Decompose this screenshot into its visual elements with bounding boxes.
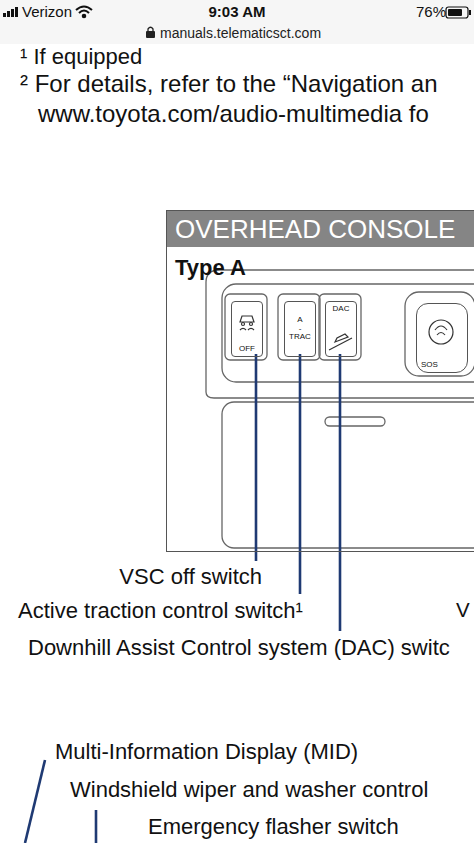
part-name: Emergency flasher switch (148, 814, 399, 839)
button-label: SOS (417, 361, 467, 369)
browser-bar (0, 0, 474, 44)
part-name: V (456, 598, 470, 622)
page-url: manuals.telematicsct.com (160, 25, 321, 41)
clock-time: 9:03 AM (209, 3, 266, 20)
part-name: Active traction control switch¹ (18, 598, 303, 623)
footnote: ¹ If equipped (20, 44, 142, 69)
part-name: Downhill Assist Control system (DAC) swi… (28, 635, 450, 660)
signal-icon (3, 7, 18, 17)
footnote: ² For details, refer to the “Navigation … (20, 70, 438, 98)
console-panel: OVERHEAD CONSOLE Type A OFF A - TRAC DAC SOS (166, 210, 474, 552)
part-name: Multi-Information Display (MID) (55, 739, 358, 764)
trac-button: A - TRAC (284, 301, 316, 357)
battery-icon (446, 7, 471, 18)
type-heading: Type A (167, 255, 246, 281)
carrier-name: Verizon (22, 3, 72, 20)
lock-icon (146, 27, 155, 38)
dac-icon (329, 334, 352, 350)
footnote: www.toyota.com/audio-multimedia fo (38, 100, 429, 128)
wifi-icon (76, 7, 92, 18)
battery-level: 76% (416, 3, 446, 20)
button-label: DAC (328, 305, 354, 313)
vsc-icon (240, 316, 254, 330)
sos-icon (429, 320, 453, 344)
part-name: VSC off switch (119, 564, 262, 589)
button-label: A - TRAC (287, 316, 313, 341)
dac-button: DAC (325, 301, 357, 357)
vsc-button: OFF (231, 301, 263, 357)
section-heading: OVERHEAD CONSOLE (167, 211, 474, 247)
part-name: Windshield wiper and washer control (70, 777, 428, 802)
button-label: OFF (234, 345, 260, 353)
sos-button: SOS (416, 303, 468, 373)
